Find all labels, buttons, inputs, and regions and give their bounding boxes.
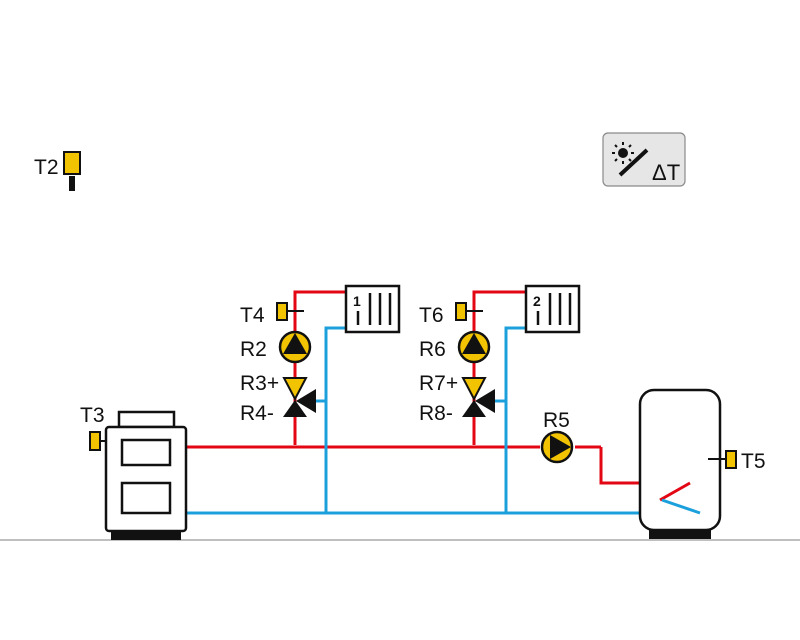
sensor-t2-label: T2 [34, 156, 59, 179]
boiler [104, 410, 188, 540]
sensor-t2: T2 [34, 151, 81, 191]
radiator-circuit-2: 2 [524, 284, 581, 334]
pump-r2: R2 [240, 330, 312, 364]
sensor-t6-body [455, 302, 467, 321]
valve-r4-label: R4- [240, 402, 274, 425]
valve-r3-label: R3+ [240, 372, 279, 395]
valve-r7-label: R7+ [419, 372, 458, 395]
pump-r6-label: R6 [419, 338, 446, 361]
pump-r6: R6 [419, 330, 491, 364]
mixing-valve-r7-r8: R7+ R8- [419, 372, 495, 425]
valve-r8-label: R8- [419, 402, 453, 425]
mixing-valve-r3-r4: R3+ R4- [240, 372, 316, 425]
sensor-t5-body [725, 450, 737, 469]
sensor-t5-label: T5 [741, 450, 766, 473]
pump-r2-label: R2 [240, 338, 267, 361]
sensor-t4-label: T4 [240, 304, 265, 327]
delta-t-label: ΔT [652, 160, 680, 185]
pump-r5: R5 [540, 409, 574, 464]
sensor-t4-body [276, 302, 288, 321]
radiator-circuit-1: 1 [344, 284, 401, 334]
solar-collector-icon [612, 142, 649, 177]
storage-tank [638, 388, 722, 539]
sensor-t6-label: T6 [419, 304, 444, 327]
sensor-t2-body [63, 151, 81, 175]
sensor-t3-label: T3 [80, 404, 105, 427]
pump-r5-label: R5 [543, 409, 570, 432]
radiator-2-number: 2 [533, 293, 541, 309]
sensor-t5: T5 [708, 450, 766, 473]
sensor-t3: T3 [80, 404, 106, 451]
sensor-t4: T4 [240, 302, 304, 327]
tank-coil-supply [659, 481, 691, 502]
tank-coil-return [661, 498, 701, 515]
solar-delta-t-button[interactable]: ΔT [602, 132, 686, 187]
sensor-t3-body [89, 431, 101, 451]
sensor-t6: T6 [419, 302, 483, 327]
radiator-1-number: 1 [353, 293, 361, 309]
